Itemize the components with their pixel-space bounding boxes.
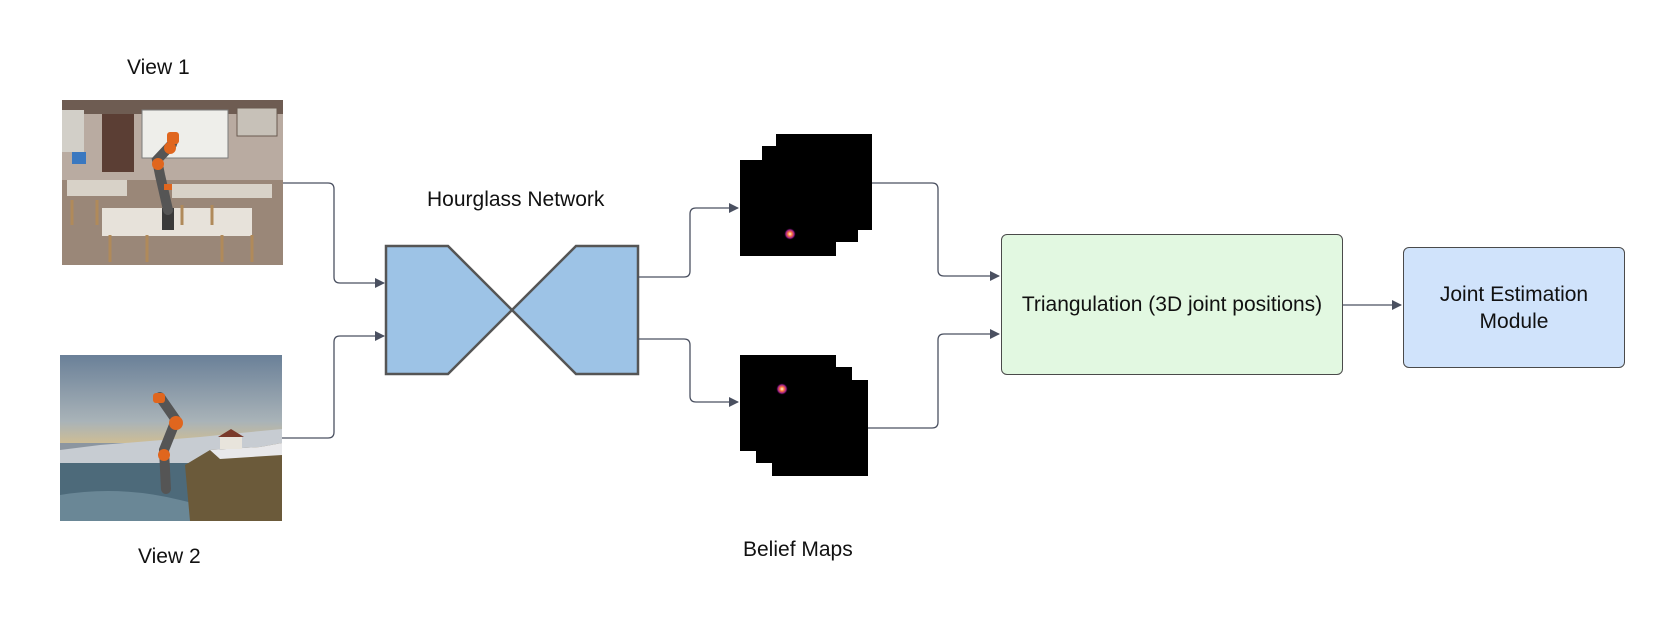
hourglass-network-shape [384,244,640,376]
joint-estimation-node: Joint Estimation Module [1403,247,1625,368]
connector-view2-to-hourglass [282,331,385,439]
belief-map-stack-bottom [740,355,868,476]
belief-maps-label: Belief Maps [743,538,853,561]
connector-beliefmap-top-to-triangulation [872,182,1000,281]
belief-map-stack-top [740,134,872,256]
connector-view1-to-hourglass [283,182,385,288]
robot-arm-icon-view1 [151,132,179,230]
connector-beliefmap-bottom-to-triangulation [868,329,1000,429]
view1-label: View 1 [127,56,190,79]
robot-arm-icon-view2 [153,392,183,494]
view2-label: View 2 [138,545,201,568]
connector-hourglass-to-beliefmap-top [638,203,739,278]
connector-hourglass-to-beliefmap-bottom [638,338,739,407]
hourglass-network-label: Hourglass Network [427,188,605,211]
view1-image [62,100,283,265]
view2-image [60,355,282,521]
triangulation-node: Triangulation (3D joint positions) [1001,234,1343,375]
